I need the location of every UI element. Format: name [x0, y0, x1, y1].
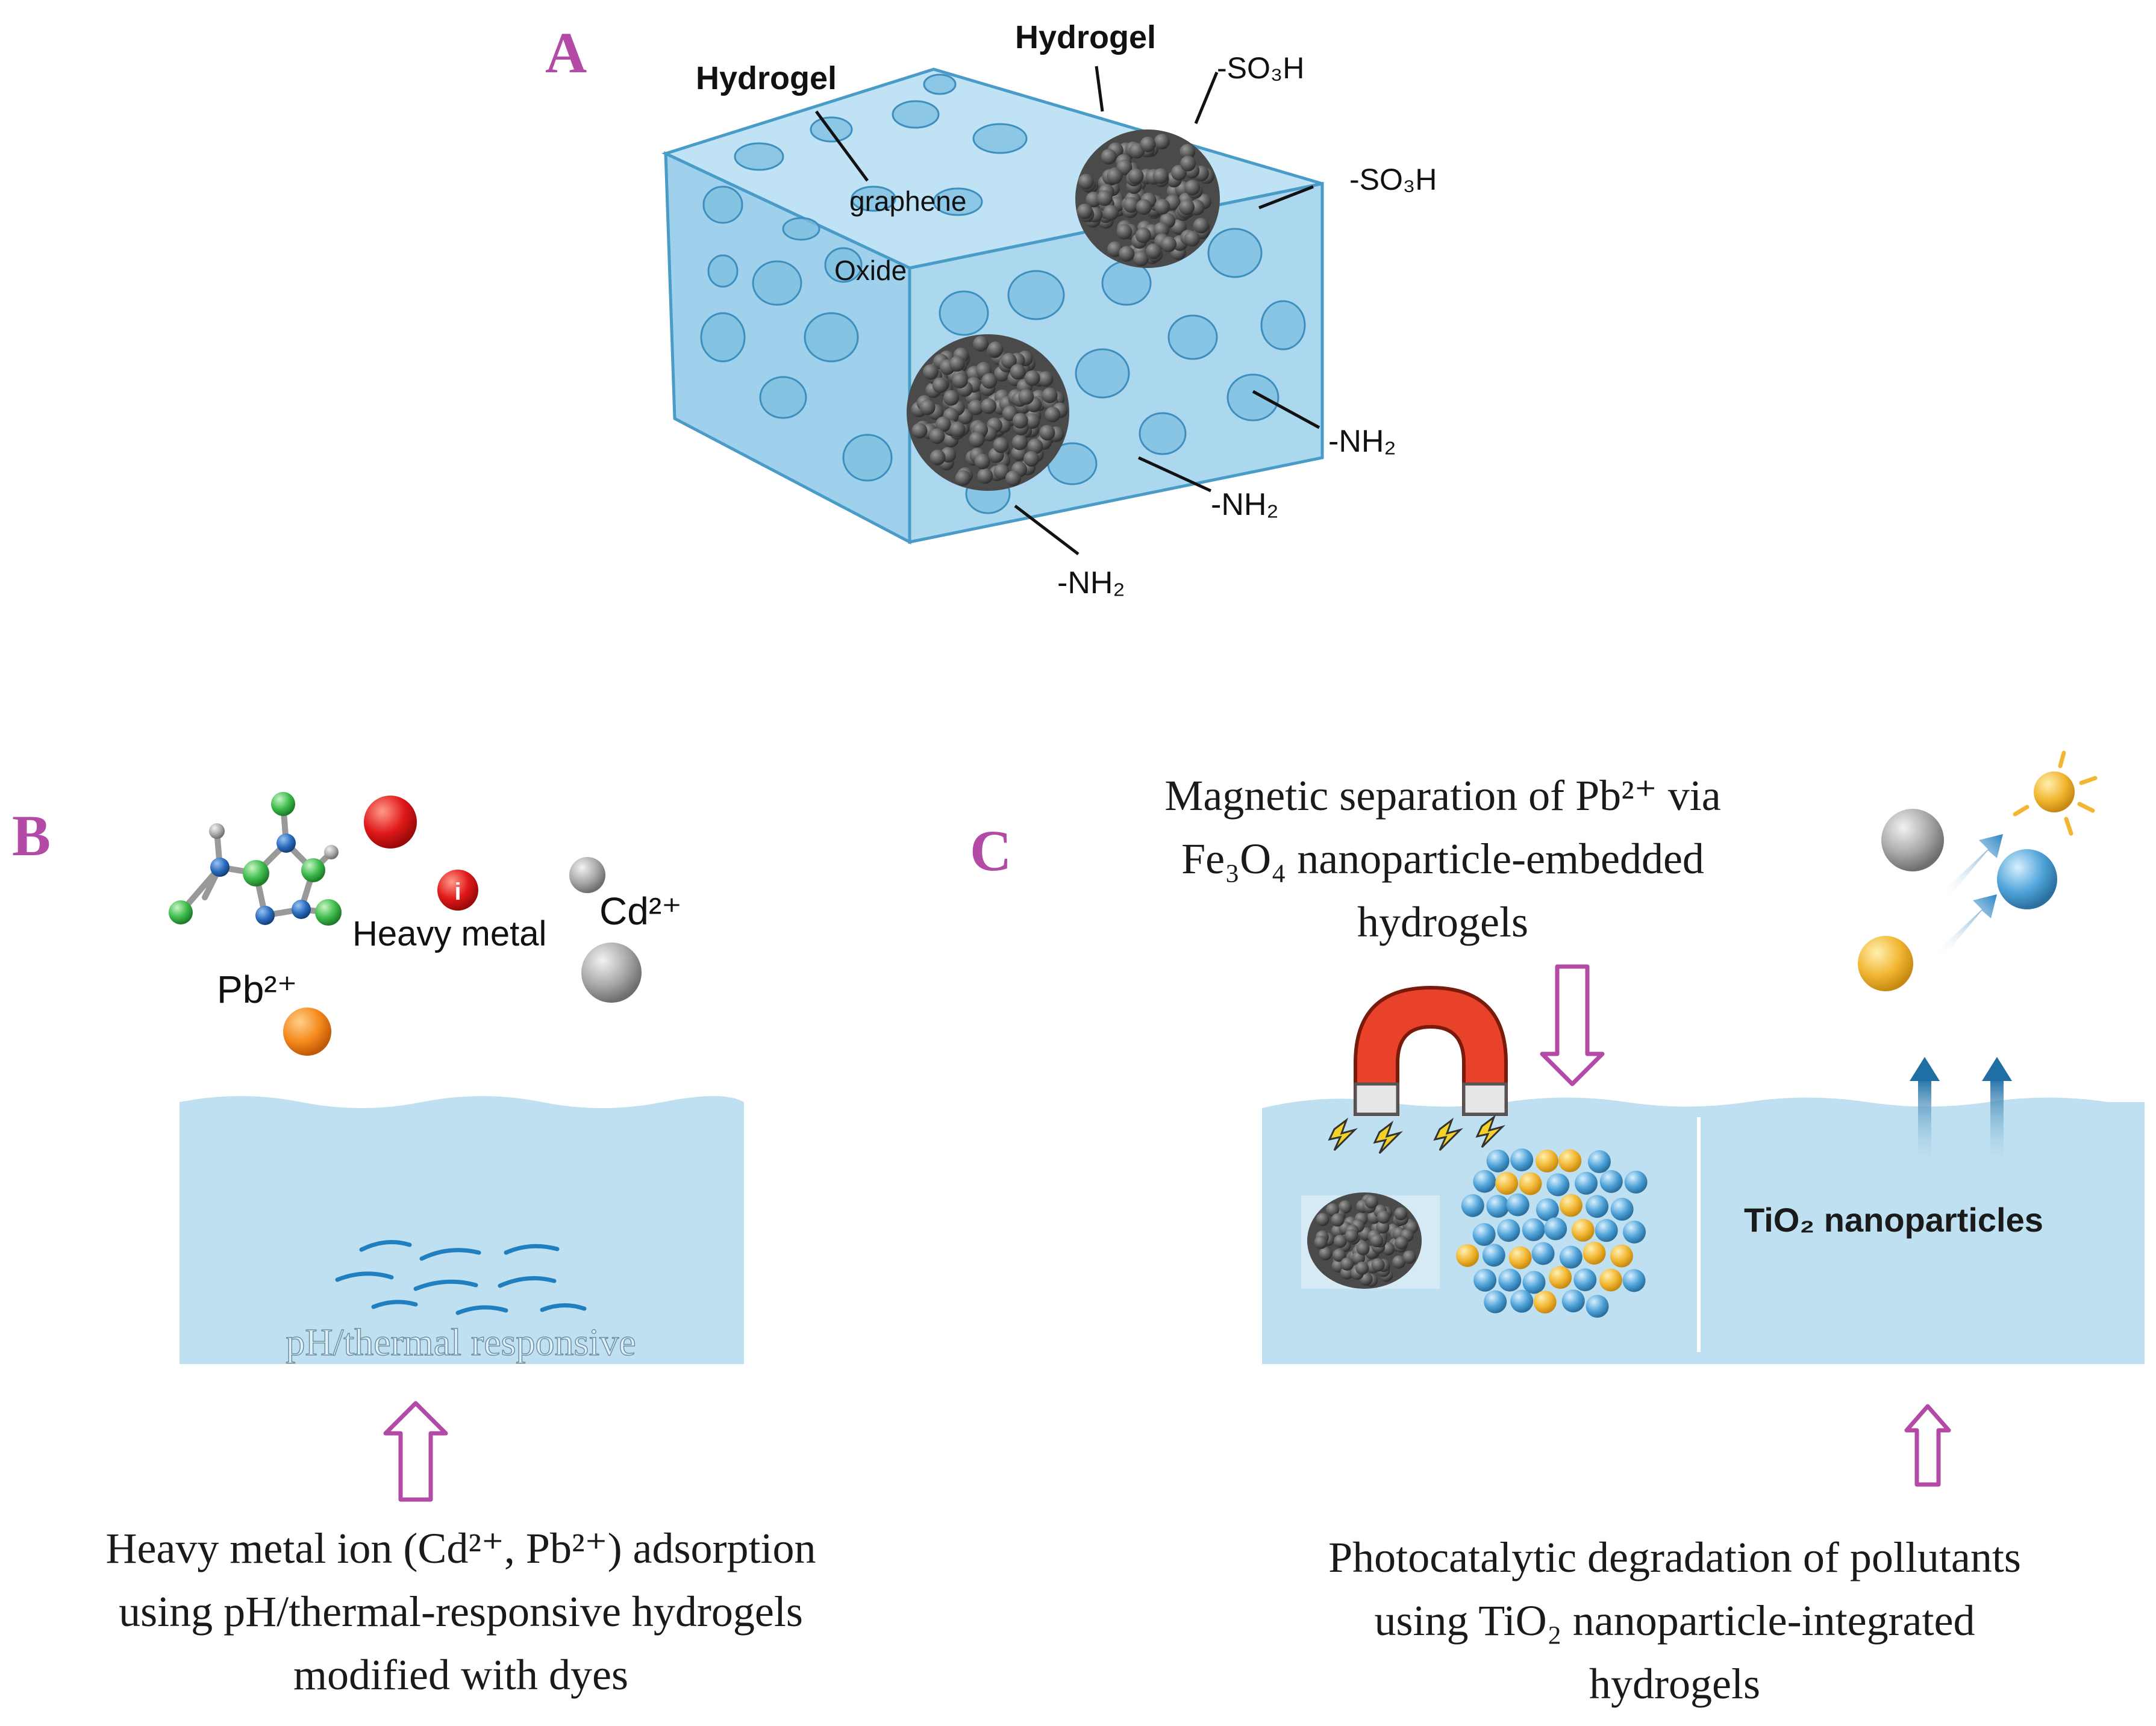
yellow-pollutant-sphere: [1858, 936, 1913, 991]
caption-b-line-1: Heavy metal ion (Cd²⁺, Pb²⁺) adsorption: [106, 1524, 816, 1572]
panel-a-letter: A: [545, 20, 587, 85]
label-graphene: graphene: [849, 185, 966, 217]
panel-c-letter: C: [970, 818, 1011, 883]
blue-pollutant-sphere: [1997, 849, 2057, 909]
dye-molecule-icon: [169, 792, 342, 926]
label-hydrogel-top: Hydrogel: [1015, 19, 1156, 55]
down-arrow-c: [1540, 964, 1605, 1086]
nanoparticle-cluster-front: [907, 334, 1069, 491]
magnet-icon: [1354, 985, 1508, 1116]
release-arrows: [1910, 1057, 2012, 1168]
degradation-arrows: [1937, 834, 2003, 958]
label-cd: Cd²⁺: [599, 889, 682, 933]
lightning-icons: [1328, 1114, 1506, 1154]
label-nh2-middle: -NH₂: [1211, 487, 1279, 522]
panel-a-leader-lines: [814, 66, 1320, 555]
caption-c-line-1: Photocatalytic degradation of pollutants: [1328, 1533, 2021, 1581]
panel-b-letter: B: [12, 803, 51, 868]
caption-b-line-3: modified with dyes: [293, 1651, 628, 1699]
sun-icon: [2013, 750, 2098, 836]
nanoparticle-cluster-top: [1075, 129, 1220, 268]
water-ripples: [335, 1240, 587, 1315]
caption-c-top-line-2: Fe₃O₄ nanoparticle-embedded: [1181, 835, 1704, 883]
label-so3h-right: -SO₃H: [1349, 163, 1437, 196]
pb-ion-particles: [1456, 1148, 1648, 1318]
caption-c-line-3: hydrogels: [1589, 1660, 1760, 1708]
label-hydrogel-left: Hydrogel: [696, 60, 837, 96]
info-icon: i: [454, 879, 461, 905]
small-gray-sphere: [569, 857, 605, 893]
cube-pores: [700, 73, 1306, 514]
up-arrow-b: [383, 1401, 448, 1502]
water-label-b: pH/thermal responsive: [286, 1321, 636, 1363]
red-ion-sphere: [364, 796, 417, 849]
gray-pollutant-sphere: [1881, 809, 1944, 871]
fe3o4-hydrogel-cluster: [1301, 1192, 1440, 1289]
info-ion-sphere: [437, 870, 478, 911]
pb-ion-sphere: [283, 1008, 331, 1056]
up-arrow-c: [1904, 1404, 1951, 1487]
panel-c: C Magnetic separation of Pb²⁺ via Fe₃O₄ …: [970, 750, 2145, 1708]
label-pb: Pb²⁺: [217, 968, 297, 1011]
label-so3h-top: -SO₃H: [1217, 51, 1304, 85]
caption-c-top-line-3: hydrogels: [1357, 898, 1528, 946]
panel-a: A: [545, 19, 1437, 600]
hydrogel-cube: [661, 67, 1324, 545]
water-tank-b: pH/thermal responsive: [180, 1096, 744, 1364]
label-oxide: Oxide: [834, 255, 907, 286]
caption-c-line-2: using TiO₂ nanoparticle-integrated: [1375, 1597, 1975, 1645]
label-nh2-right: -NH₂: [1328, 424, 1396, 459]
caption-b-line-2: using pH/thermal-responsive hydrogels: [119, 1587, 803, 1636]
label-heavy-metal: Heavy metal: [352, 914, 546, 953]
cd-ion-sphere: [581, 942, 642, 1003]
label-tio2-nanoparticles: TiO₂ nanoparticles: [1744, 1201, 2043, 1239]
caption-c-top-line-1: Magnetic separation of Pb²⁺ via: [1164, 771, 1720, 820]
label-nh2-bottom: -NH₂: [1057, 565, 1125, 600]
panel-b: B: [12, 792, 816, 1699]
